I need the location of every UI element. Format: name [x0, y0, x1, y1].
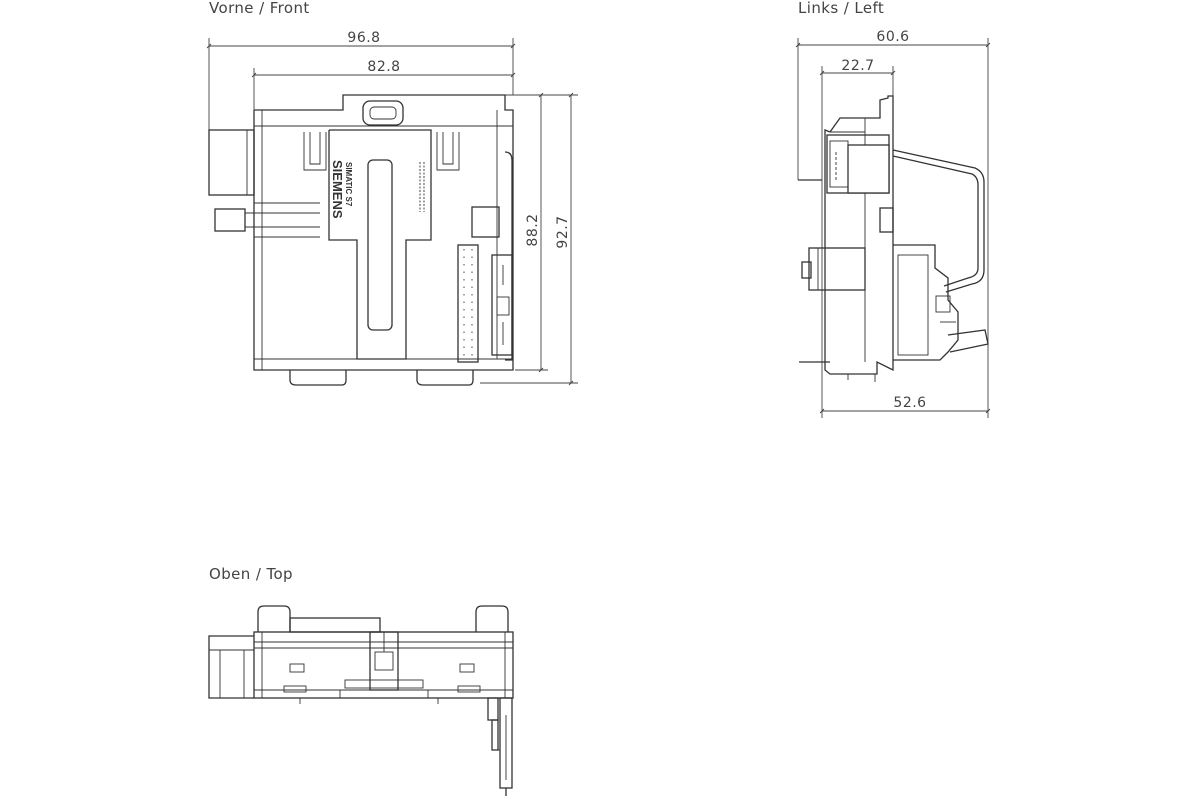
- top-view-title: Oben / Top: [209, 565, 293, 583]
- dimension-label: 22.7: [841, 58, 874, 74]
- brand-logo: SIEMENS: [330, 160, 345, 219]
- dimension-label: 82.8: [367, 59, 400, 75]
- dimension-left-overall-depth: 60.6: [795, 29, 991, 418]
- dimension-label: 52.6: [893, 395, 926, 411]
- dimension-label: 88.2: [525, 213, 541, 246]
- dimension-front-overall-height: 92.7: [480, 92, 578, 386]
- dimension-label: 60.6: [876, 29, 909, 45]
- dimension-label: 92.7: [555, 215, 571, 248]
- top-view: [208, 605, 514, 796]
- front-view: 96.8 82.8 88.2 92.7: [206, 30, 578, 386]
- dimension-left-offset-depth: 22.7: [819, 58, 896, 418]
- dimension-label: 96.8: [347, 30, 380, 46]
- terminal-pins: [463, 249, 473, 358]
- dimension-front-overall-width: 96.8: [206, 30, 516, 130]
- dimension-left-base-depth: 52.6: [819, 395, 991, 414]
- dimension-front-inner-height: 88.2: [505, 92, 548, 373]
- dimension-front-body-width: 82.8: [251, 59, 516, 110]
- left-view: 60.6 22.7 52.6: [795, 29, 991, 418]
- front-view-title: Vorne / Front: [209, 0, 310, 17]
- series-marking: SIMATIC S7: [344, 162, 353, 207]
- left-view-title: Links / Left: [798, 0, 884, 17]
